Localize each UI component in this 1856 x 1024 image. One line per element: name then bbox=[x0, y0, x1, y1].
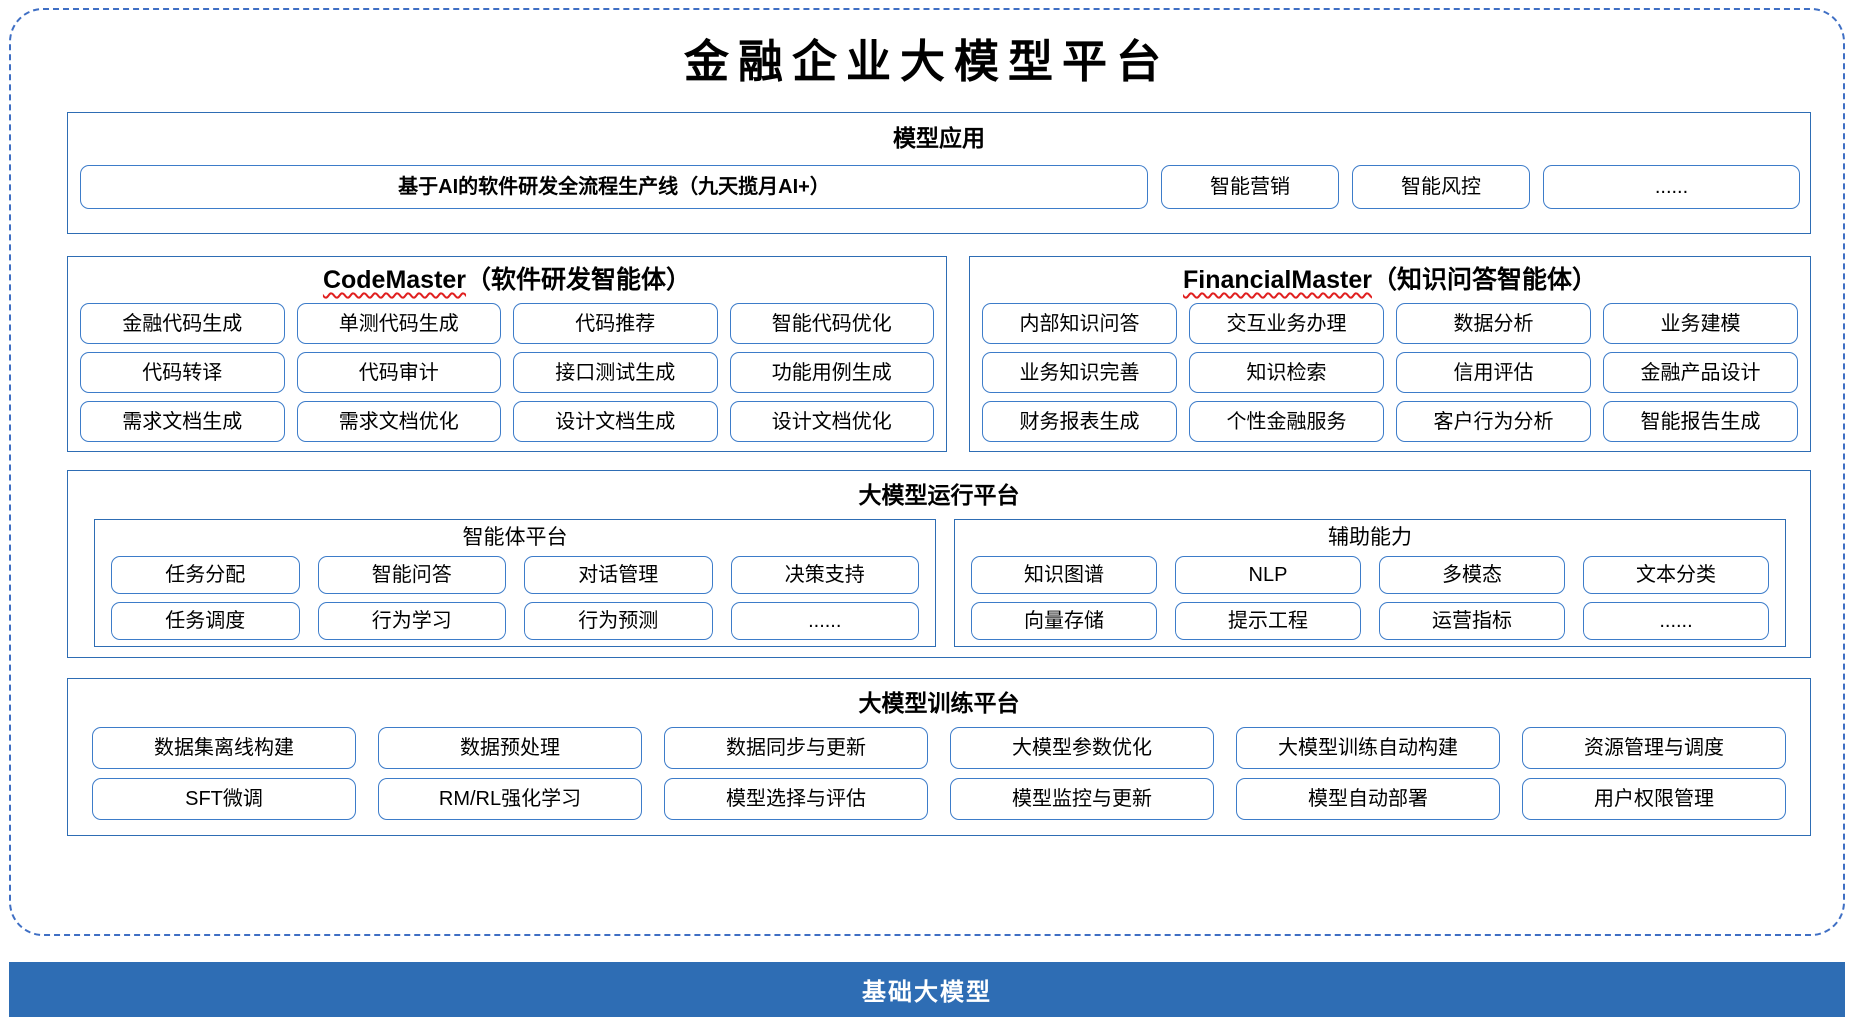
agent-chip[interactable]: 需求文档优化 bbox=[296, 401, 501, 442]
runtime-chip[interactable]: 任务调度 bbox=[111, 602, 300, 640]
runtime-chip[interactable]: 决策支持 bbox=[730, 556, 919, 594]
section-agent-codemaster: CodeMaster（软件研发智能体） 金融代码生成 单测代码生成 代码推荐 智… bbox=[67, 256, 947, 452]
agent-chip[interactable]: 单测代码生成 bbox=[296, 303, 501, 344]
agent-grid-financialmaster: 内部知识问答 交互业务办理 数据分析 业务建模 业务知识完善 知识检索 信用评估… bbox=[982, 303, 1798, 442]
training-chip[interactable]: 模型监控与更新 bbox=[950, 778, 1214, 820]
runtime-chip[interactable]: 行为预测 bbox=[524, 602, 713, 640]
runtime-chip[interactable]: 行为学习 bbox=[317, 602, 506, 640]
runtime-chip[interactable]: 文本分类 bbox=[1583, 556, 1769, 594]
subpanel-row: 知识图谱 NLP 多模态 文本分类 bbox=[971, 556, 1769, 594]
agent-chip[interactable]: 设计文档优化 bbox=[729, 401, 934, 442]
subpanel-agent-platform: 智能体平台 任务分配 智能问答 对话管理 决策支持 任务调度 行为学习 行为预测… bbox=[94, 519, 936, 647]
subpanel-grid-support-capability: 知识图谱 NLP 多模态 文本分类 向量存储 提示工程 运营指标 ...... bbox=[971, 556, 1769, 640]
training-chip[interactable]: SFT微调 bbox=[92, 778, 356, 820]
agent-name-en-codemaster: CodeMaster bbox=[322, 266, 467, 294]
agent-name-cn-financialmaster: （知识问答智能体） bbox=[1371, 266, 1597, 294]
agent-chip[interactable]: 智能报告生成 bbox=[1603, 401, 1798, 442]
runtime-chip[interactable]: 智能问答 bbox=[317, 556, 506, 594]
foundation-model-banner: 基础大模型 bbox=[9, 962, 1845, 1017]
application-chip-smart-risk-control[interactable]: 智能风控 bbox=[1352, 165, 1530, 209]
application-chip-ai-pipeline[interactable]: 基于AI的软件研发全流程生产线（九天揽月AI+） bbox=[80, 165, 1148, 209]
application-chip-more[interactable]: ...... bbox=[1543, 165, 1800, 209]
agent-name-cn-codemaster: （软件研发智能体） bbox=[466, 266, 692, 294]
runtime-chip[interactable]: 多模态 bbox=[1379, 556, 1565, 594]
runtime-chip[interactable]: 对话管理 bbox=[524, 556, 713, 594]
subpanel-title-support-capability: 辅助能力 bbox=[1328, 526, 1412, 549]
agent-chip[interactable]: 业务知识完善 bbox=[982, 352, 1177, 393]
agent-chip[interactable]: 智能代码优化 bbox=[729, 303, 934, 344]
training-chip[interactable]: 用户权限管理 bbox=[1522, 778, 1786, 820]
runtime-chip-more[interactable]: ...... bbox=[1583, 602, 1769, 640]
agent-chip[interactable]: 金融代码生成 bbox=[80, 303, 285, 344]
subpanel-row: 任务调度 行为学习 行为预测 ...... bbox=[111, 602, 919, 640]
subpanel-row: 任务分配 智能问答 对话管理 决策支持 bbox=[111, 556, 919, 594]
agent-chip[interactable]: 接口测试生成 bbox=[513, 352, 718, 393]
agent-name-en-financialmaster: FinancialMaster bbox=[1183, 266, 1372, 294]
agent-chip[interactable]: 代码推荐 bbox=[513, 303, 718, 344]
agent-chip[interactable]: 客户行为分析 bbox=[1396, 401, 1591, 442]
agent-chip[interactable]: 财务报表生成 bbox=[982, 401, 1177, 442]
agent-chip[interactable]: 内部知识问答 bbox=[982, 303, 1177, 344]
runtime-chip-more[interactable]: ...... bbox=[730, 602, 919, 640]
section-title-model-applications: 模型应用 bbox=[893, 125, 985, 151]
training-chip[interactable]: 数据集离线构建 bbox=[92, 727, 356, 769]
section-title-training-platform: 大模型训练平台 bbox=[858, 690, 1020, 716]
agent-row: 代码转译 代码审计 接口测试生成 功能用例生成 bbox=[80, 352, 934, 393]
agent-row: 业务知识完善 知识检索 信用评估 金融产品设计 bbox=[982, 352, 1798, 393]
agent-chip[interactable]: 个性金融服务 bbox=[1189, 401, 1384, 442]
agent-chip[interactable]: 代码转译 bbox=[80, 352, 285, 393]
subpanel-support-capability: 辅助能力 知识图谱 NLP 多模态 文本分类 向量存储 提示工程 运营指标 ..… bbox=[954, 519, 1786, 647]
agent-chip[interactable]: 设计文档生成 bbox=[513, 401, 718, 442]
training-chip[interactable]: 模型选择与评估 bbox=[664, 778, 928, 820]
agent-title-codemaster: CodeMaster（软件研发智能体） bbox=[68, 268, 946, 293]
agent-chip[interactable]: 功能用例生成 bbox=[729, 352, 934, 393]
agent-grid-codemaster: 金融代码生成 单测代码生成 代码推荐 智能代码优化 代码转译 代码审计 接口测试… bbox=[80, 303, 934, 442]
runtime-chip[interactable]: 任务分配 bbox=[111, 556, 300, 594]
runtime-chip[interactable]: 向量存储 bbox=[971, 602, 1157, 640]
agent-chip[interactable]: 数据分析 bbox=[1396, 303, 1591, 344]
diagram-outer-frame: 金融企业大模型平台 模型应用 基于AI的软件研发全流程生产线（九天揽月AI+） … bbox=[9, 8, 1845, 936]
agent-chip[interactable]: 代码审计 bbox=[296, 352, 501, 393]
page-title: 金融企业大模型平台 bbox=[683, 37, 1170, 87]
section-runtime-platform: 大模型运行平台 智能体平台 任务分配 智能问答 对话管理 决策支持 任务调度 行… bbox=[67, 470, 1811, 658]
agent-chip[interactable]: 知识检索 bbox=[1189, 352, 1384, 393]
agent-title-financialmaster: FinancialMaster（知识问答智能体） bbox=[970, 268, 1810, 293]
agent-row: 内部知识问答 交互业务办理 数据分析 业务建模 bbox=[982, 303, 1798, 344]
model-application-chip-row: 基于AI的软件研发全流程生产线（九天揽月AI+） 智能营销 智能风控 .....… bbox=[80, 165, 1800, 209]
agent-chip[interactable]: 金融产品设计 bbox=[1603, 352, 1798, 393]
training-chip[interactable]: 模型自动部署 bbox=[1236, 778, 1500, 820]
agent-chip[interactable]: 交互业务办理 bbox=[1189, 303, 1384, 344]
foundation-model-banner-label: 基础大模型 bbox=[862, 979, 992, 1006]
training-chip[interactable]: 数据同步与更新 bbox=[664, 727, 928, 769]
runtime-chip[interactable]: 提示工程 bbox=[1175, 602, 1361, 640]
subpanel-grid-agent-platform: 任务分配 智能问答 对话管理 决策支持 任务调度 行为学习 行为预测 .....… bbox=[111, 556, 919, 640]
subpanel-title-agent-platform: 智能体平台 bbox=[462, 526, 568, 549]
agent-chip[interactable]: 需求文档生成 bbox=[80, 401, 285, 442]
agent-row: 需求文档生成 需求文档优化 设计文档生成 设计文档优化 bbox=[80, 401, 934, 442]
training-chip[interactable]: RM/RL强化学习 bbox=[378, 778, 642, 820]
section-title-runtime-platform: 大模型运行平台 bbox=[858, 482, 1020, 508]
agent-chip[interactable]: 信用评估 bbox=[1396, 352, 1591, 393]
agent-row: 金融代码生成 单测代码生成 代码推荐 智能代码优化 bbox=[80, 303, 934, 344]
runtime-chip[interactable]: 知识图谱 bbox=[971, 556, 1157, 594]
training-chip[interactable]: 大模型训练自动构建 bbox=[1236, 727, 1500, 769]
section-agent-financialmaster: FinancialMaster（知识问答智能体） 内部知识问答 交互业务办理 数… bbox=[969, 256, 1811, 452]
training-chip[interactable]: 资源管理与调度 bbox=[1522, 727, 1786, 769]
training-row: 数据集离线构建 数据预处理 数据同步与更新 大模型参数优化 大模型训练自动构建 … bbox=[92, 727, 1786, 769]
section-training-platform: 大模型训练平台 数据集离线构建 数据预处理 数据同步与更新 大模型参数优化 大模… bbox=[67, 678, 1811, 836]
training-row: SFT微调 RM/RL强化学习 模型选择与评估 模型监控与更新 模型自动部署 用… bbox=[92, 778, 1786, 820]
runtime-chip[interactable]: 运营指标 bbox=[1379, 602, 1565, 640]
agent-chip[interactable]: 业务建模 bbox=[1603, 303, 1798, 344]
training-chip[interactable]: 大模型参数优化 bbox=[950, 727, 1214, 769]
runtime-chip[interactable]: NLP bbox=[1175, 556, 1361, 594]
training-grid: 数据集离线构建 数据预处理 数据同步与更新 大模型参数优化 大模型训练自动构建 … bbox=[92, 727, 1786, 820]
section-model-applications: 模型应用 基于AI的软件研发全流程生产线（九天揽月AI+） 智能营销 智能风控 … bbox=[67, 112, 1811, 234]
agent-row: 财务报表生成 个性金融服务 客户行为分析 智能报告生成 bbox=[982, 401, 1798, 442]
application-chip-smart-marketing[interactable]: 智能营销 bbox=[1161, 165, 1339, 209]
training-chip[interactable]: 数据预处理 bbox=[378, 727, 642, 769]
subpanel-row: 向量存储 提示工程 运营指标 ...... bbox=[971, 602, 1769, 640]
